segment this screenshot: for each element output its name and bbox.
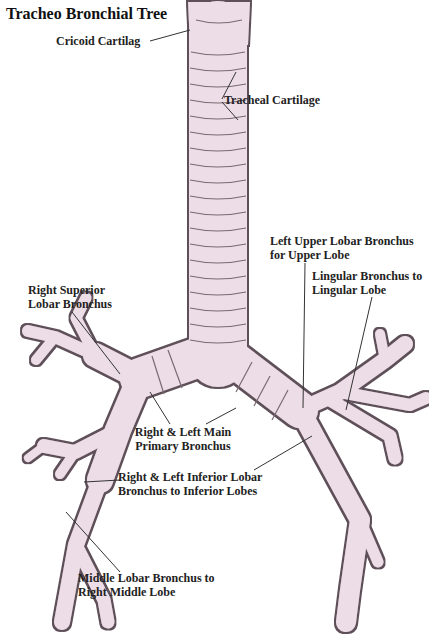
middle-lobe-branch	[28, 446, 44, 458]
part-label: Left Upper Lobar Bronchus for Upper Lobe	[270, 234, 415, 262]
right-upper-branch	[36, 337, 55, 360]
diagram-title: Tracheo Bronchial Tree	[6, 5, 246, 23]
part-label: Right & Left Main Primary Bronchus	[128, 425, 238, 453]
lingular-bronchus	[330, 400, 395, 458]
middle-lobar-bronchus	[44, 430, 118, 452]
airway-tubes	[28, 2, 426, 622]
left-main-bronchus	[232, 358, 300, 410]
part-label: Middle Lobar Bronchus to Right Middle Lo…	[78, 571, 218, 599]
cartilage-rings	[152, 20, 288, 420]
part-label: Right Superior Lobar Bronchus	[28, 283, 123, 311]
left-inferior-branch	[360, 520, 378, 562]
middle-lobe-branch	[60, 452, 75, 474]
left-inferior-bronchus	[300, 410, 360, 622]
left-upper-branch	[340, 392, 426, 405]
part-label: Right & Left Inferior Lobar Bronchus to …	[118, 470, 286, 498]
part-label: Lingular Bronchus to Lingular Lobe	[312, 269, 427, 297]
trachea	[189, 30, 247, 358]
part-label: Cricoid Cartilag	[56, 34, 166, 48]
left-upper-branch	[380, 334, 385, 360]
right-upper-bronchus	[95, 355, 140, 378]
part-label: Tracheal Cartilage	[224, 93, 334, 107]
